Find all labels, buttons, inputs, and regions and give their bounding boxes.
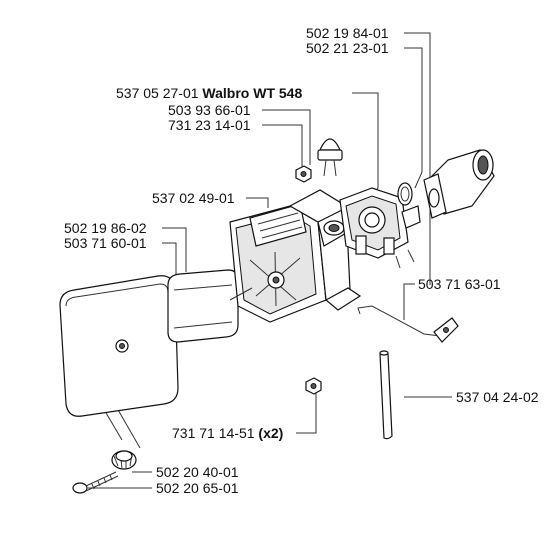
label-503-93-66-01: 503 93 66-01 [168, 102, 251, 118]
label-502-20-65-01: 502 20 65-01 [156, 480, 239, 496]
air-filter-housing [229, 189, 362, 323]
label-537-04-24-02: 537 04 24-02 [456, 389, 539, 405]
part-number: 731 71 14-51 [172, 425, 255, 441]
leader-502-21-23-01 [404, 47, 423, 189]
label-731-23-14-01: 731 23 14-01 [168, 117, 251, 133]
small-nut-upper [295, 165, 312, 183]
label-502-19-84-01: 502 19 84-01 [306, 25, 389, 41]
part-name: Walbro WT 548 [202, 85, 303, 101]
label-502-20-40-01: 502 20 40-01 [156, 464, 239, 480]
throttle-rod [357, 305, 459, 343]
primer-bulb [317, 138, 343, 177]
carburetor [339, 187, 421, 269]
small-nut-lower [305, 377, 322, 395]
filter-knob [111, 450, 137, 470]
label-503-71-60-01: 503 71 60-01 [64, 235, 147, 251]
leader-537-02-49-01 [246, 197, 269, 208]
label-537-02-49-01: 537 02 49-01 [152, 190, 235, 206]
leader-502-19-86-02 [162, 227, 187, 272]
leader-503-71-63-01 [403, 283, 415, 320]
quantity: (x2) [258, 425, 284, 441]
screw [72, 471, 119, 494]
leader-503-93-66-01 [262, 109, 311, 165]
foam-filter [167, 269, 239, 343]
label-537-05-27-01: 537 05 27-01 Walbro WT 548 [116, 85, 302, 101]
leader-731-23-14-01 [262, 124, 303, 168]
gasket-ring [397, 182, 413, 206]
label-731-71-14-51: 731 71 14-51 (x2) [172, 425, 283, 441]
part-number: 537 05 27-01 [116, 85, 199, 101]
fuel-hose [379, 350, 393, 440]
leader-502-19-84-01 [404, 32, 431, 285]
intake-manifold [423, 149, 495, 219]
label-502-21-23-01: 502 21 23-01 [306, 40, 389, 56]
leader-731-71-14-51 [296, 392, 317, 434]
label-503-71-63-01: 503 71 63-01 [418, 276, 501, 292]
air-filter-cover [59, 275, 179, 417]
label-502-19-86-02: 502 19 86-02 [64, 220, 147, 236]
leader-537-05-27-01 [352, 92, 379, 201]
